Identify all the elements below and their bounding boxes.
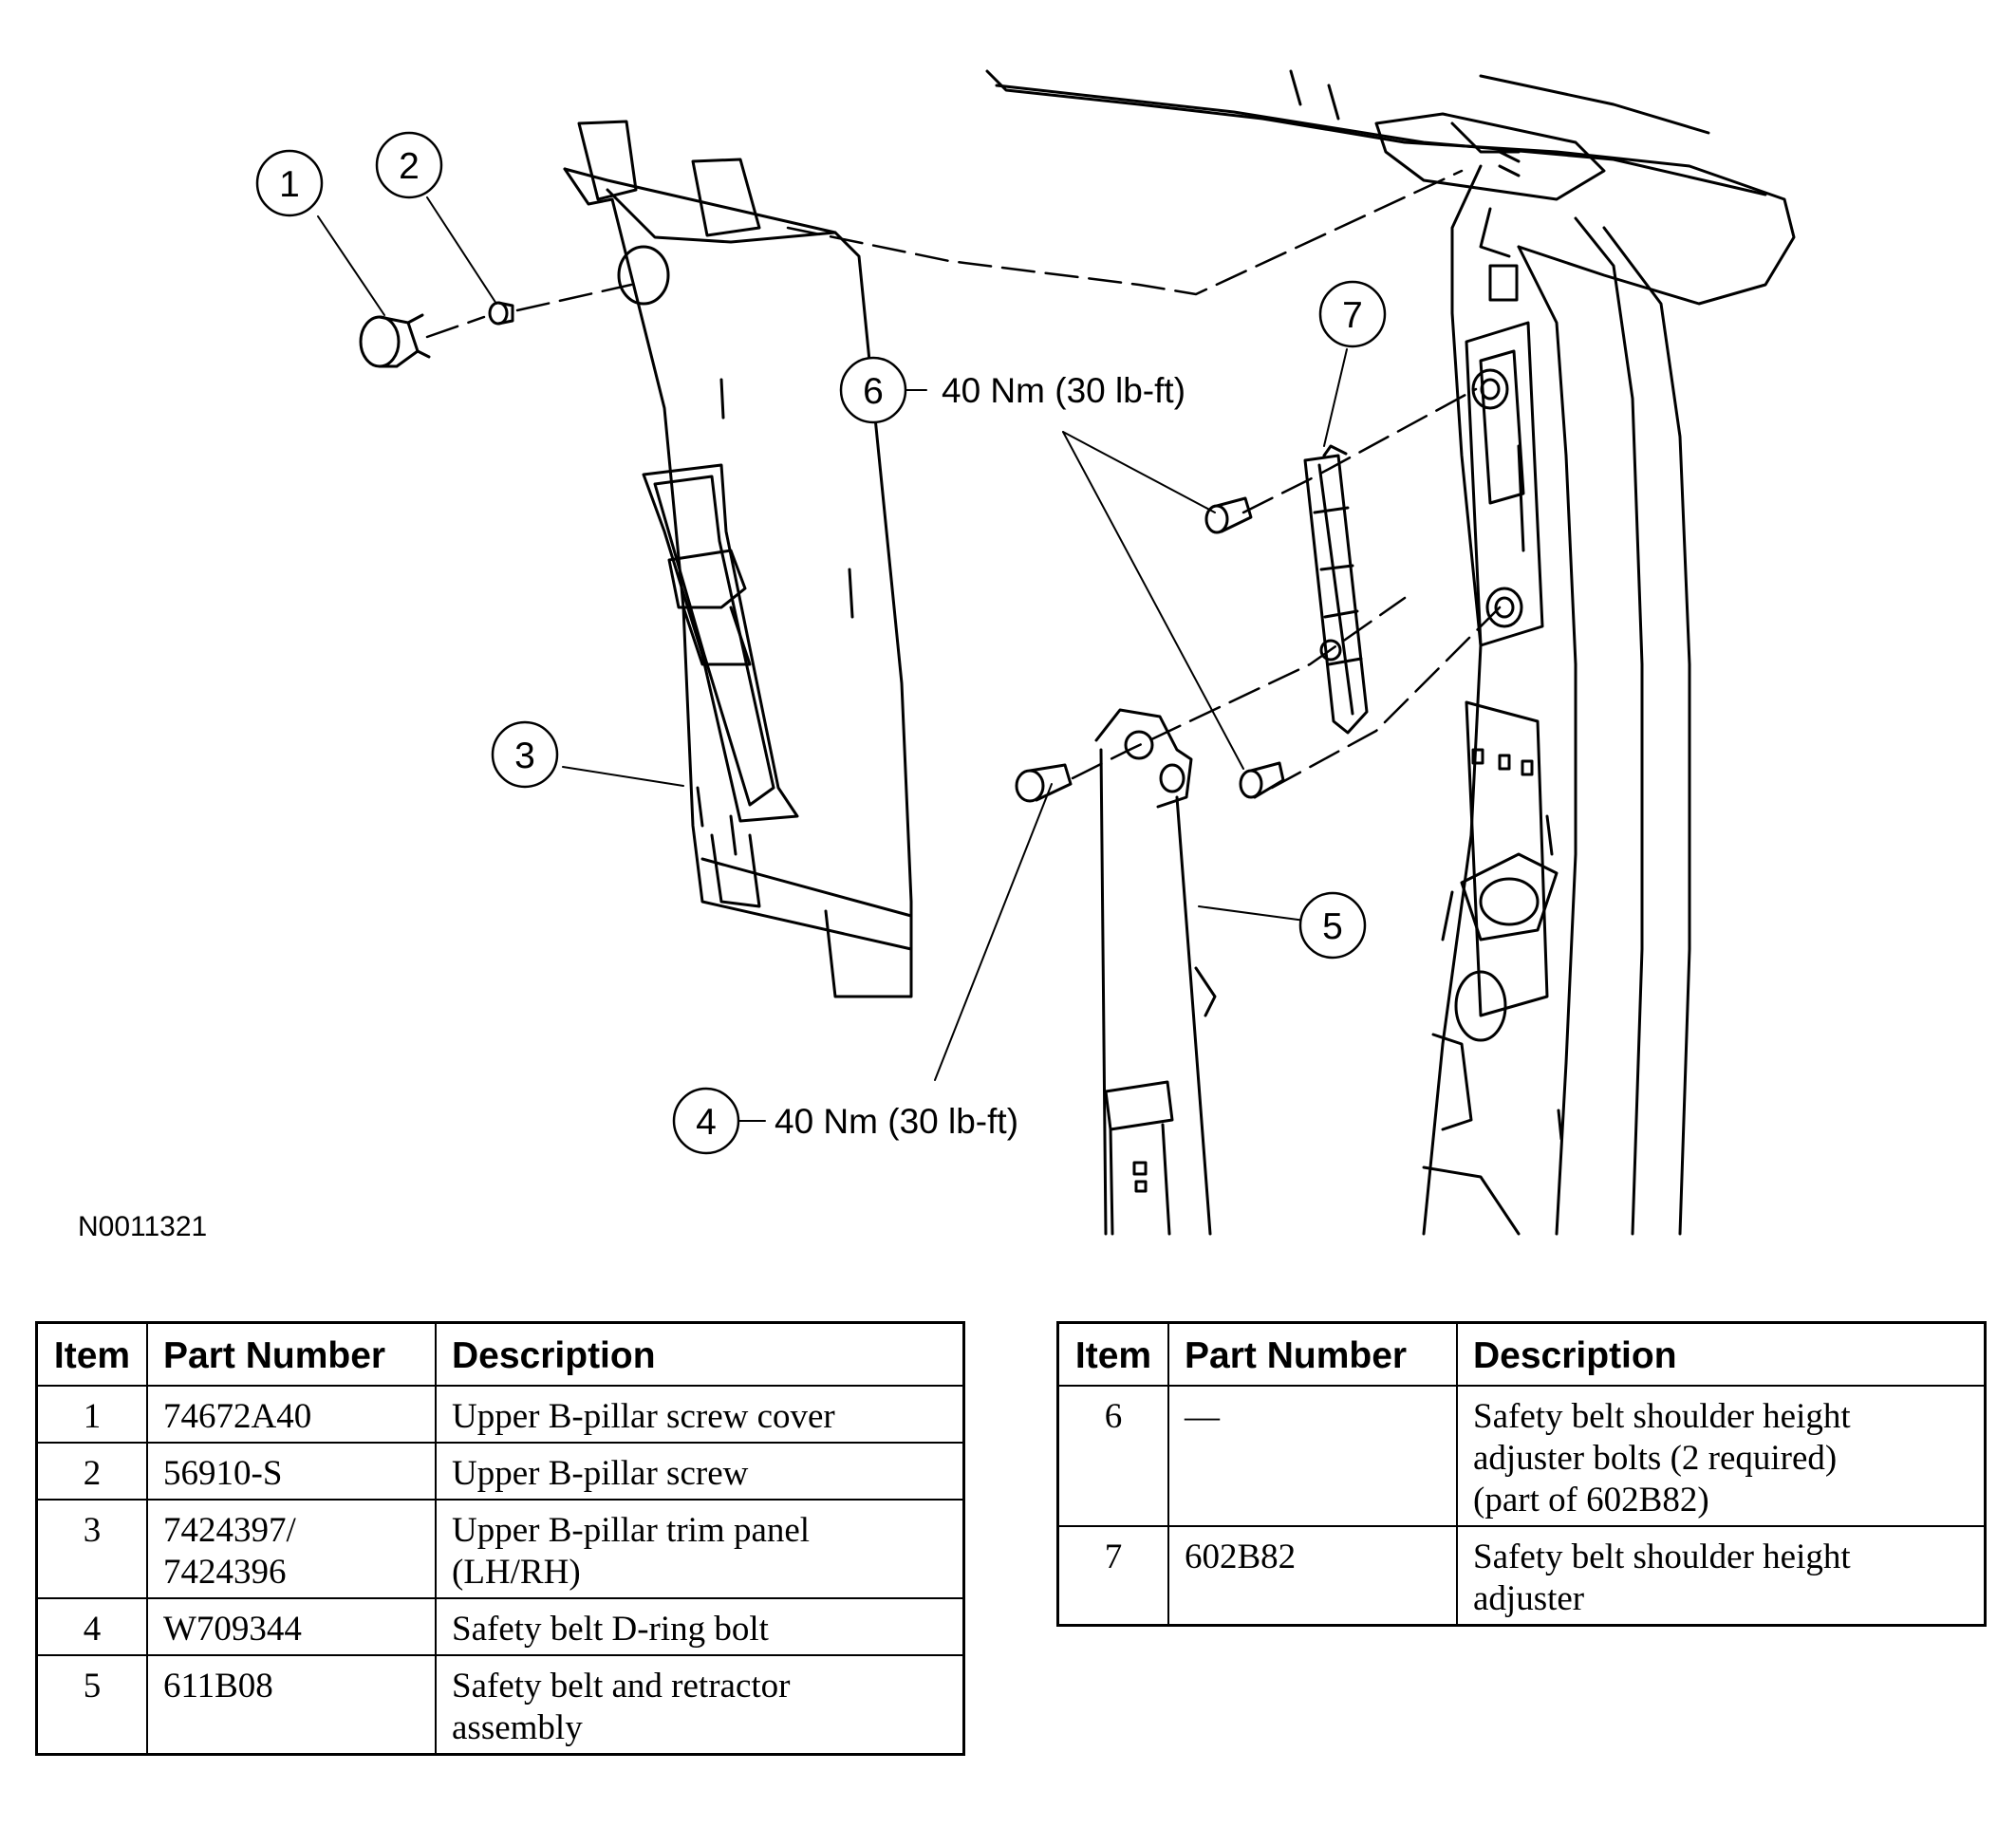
parts-table-right: Item Part Number Description 6 — Safety … [1056, 1321, 1987, 1627]
part-number-cell: 611B08 [146, 1654, 437, 1756]
vehicle-b-pillar-structure [985, 69, 1796, 1236]
part-number-cell: 7424397/ 7424396 [146, 1499, 437, 1599]
part-number-cell: 602B82 [1167, 1525, 1458, 1627]
description-cell: Safety belt and retractor assembly [435, 1654, 965, 1756]
shoulder-height-adjuster-part [1303, 444, 1369, 735]
callout-3-label: 3 [514, 736, 535, 776]
part-number-cell: W709344 [146, 1597, 437, 1656]
exploded-view-illustration: 1 2 3 4 5 6 7 40 Nm (30 lb-ft) 40 Nm (30… [255, 69, 1796, 1236]
parts-table-left: Item Part Number Description 1 74672A40 … [35, 1321, 965, 1756]
description-cell: Safety belt shoulder height adjuster [1456, 1525, 1987, 1627]
figure-id: N0011321 [78, 1211, 208, 1242]
item-cell: 3 [35, 1499, 148, 1599]
item-cell: 5 [35, 1654, 148, 1756]
callout-5-label: 5 [1322, 906, 1343, 947]
callout-2-label: 2 [399, 146, 420, 187]
table-row: 6 — Safety belt shoulder height adjuster… [1056, 1385, 1987, 1527]
callout-4-label: 4 [696, 1102, 717, 1143]
column-header-item: Item [35, 1321, 148, 1387]
table-header-row: Item Part Number Description [1056, 1321, 1987, 1387]
table-row: 1 74672A40 Upper B-pillar screw cover [35, 1385, 965, 1444]
description-cell: Upper B-pillar screw cover [435, 1385, 965, 1444]
upper-b-pillar-trim-panel [563, 120, 913, 998]
column-header-description: Description [1456, 1321, 1987, 1387]
safety-belt-assembly-part [1094, 708, 1217, 1236]
d-ring-bolt-part [1015, 763, 1073, 803]
screw-cover-part [359, 313, 431, 368]
part-number-cell: 56910-S [146, 1442, 437, 1501]
column-header-item: Item [1056, 1321, 1169, 1387]
table-row: 5 611B08 Safety belt and retractor assem… [35, 1654, 965, 1756]
column-header-description: Description [435, 1321, 965, 1387]
description-cell: Safety belt D-ring bolt [435, 1597, 965, 1656]
column-header-part-number: Part Number [146, 1321, 437, 1387]
description-cell: Safety belt shoulder height adjuster bol… [1456, 1385, 1987, 1527]
item-cell: 2 [35, 1442, 148, 1501]
description-cell: Upper B-pillar trim panel (LH/RH) [435, 1499, 965, 1599]
description-cell: Upper B-pillar screw [435, 1442, 965, 1501]
table-row: 4 W709344 Safety belt D-ring bolt [35, 1597, 965, 1656]
item-cell: 7 [1056, 1525, 1169, 1627]
torque-spec-6: 40 Nm (30 lb-ft) [942, 371, 1185, 410]
table-row: 3 7424397/ 7424396 Upper B-pillar trim p… [35, 1499, 965, 1599]
alignment-lines [425, 169, 1502, 790]
table-row: 2 56910-S Upper B-pillar screw [35, 1442, 965, 1501]
item-cell: 1 [35, 1385, 148, 1444]
callout-7-label: 7 [1342, 295, 1363, 336]
item-cell: 6 [1056, 1385, 1169, 1527]
part-number-cell: 74672A40 [146, 1385, 437, 1444]
callout-1-label: 1 [279, 164, 300, 205]
callout-6-label: 6 [863, 371, 884, 412]
callout-circles [255, 131, 1387, 1155]
table-row: 7 602B82 Safety belt shoulder height adj… [1056, 1525, 1987, 1627]
column-header-part-number: Part Number [1167, 1321, 1458, 1387]
adjuster-bolts-part [1204, 496, 1285, 799]
table-header-row: Item Part Number Description [35, 1321, 965, 1387]
screw-part [488, 301, 514, 326]
item-cell: 4 [35, 1597, 148, 1656]
torque-spec-4: 40 Nm (30 lb-ft) [775, 1102, 1018, 1141]
part-number-cell: — [1167, 1385, 1458, 1527]
callout-leader-lines [317, 196, 1348, 1122]
